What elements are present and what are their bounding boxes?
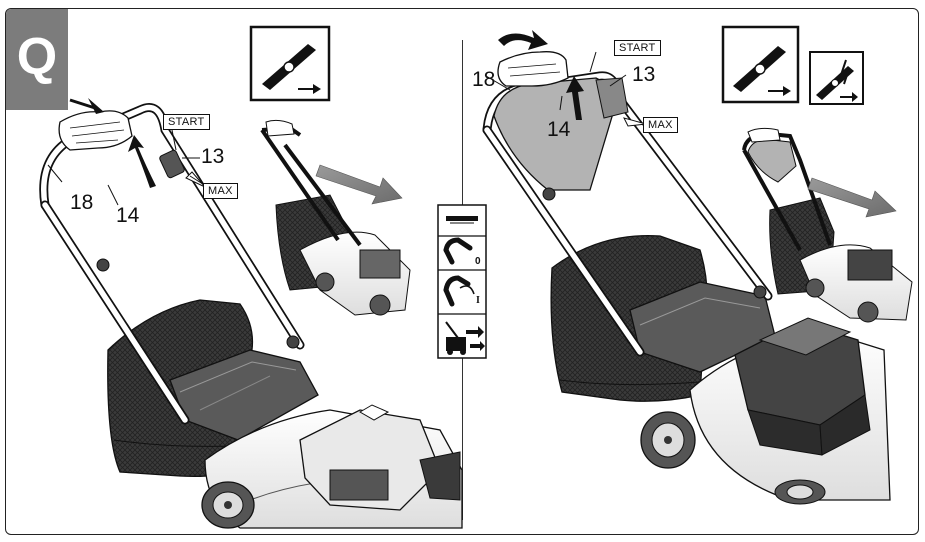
callout-18-right: 18 [472, 68, 496, 91]
rear-wheel-right [640, 411, 696, 469]
start-callout-left: START [163, 114, 210, 130]
blade-brake-off-symbol [443, 237, 473, 265]
blade-rotation-icon-right [721, 25, 800, 104]
blade-brake-on-symbol [443, 275, 475, 307]
left-mower [39, 98, 463, 529]
section-letter: Q [16, 28, 58, 86]
front-wheel-right [774, 479, 826, 505]
lift-arrow [566, 76, 584, 120]
blade-electric-start-icon [809, 51, 864, 105]
legend-on-label: I [476, 295, 480, 306]
push-arrow [88, 98, 104, 114]
center-legend [437, 204, 487, 359]
operator-hand-right [497, 51, 569, 87]
max-callout-right: MAX [643, 117, 678, 133]
callout-18-left: 18 [70, 191, 94, 214]
right-inset-mower [742, 127, 913, 323]
callout-14-right: 14 [547, 118, 571, 141]
right-mower [482, 30, 891, 505]
pull-arrow [128, 135, 156, 188]
callout-14-left: 14 [116, 204, 140, 227]
start-callout-right: START [614, 40, 661, 56]
figure-frame [5, 8, 919, 535]
handle-bar-symbol [446, 216, 478, 224]
left-inset-mower [260, 119, 411, 316]
section-badge: Q [6, 9, 68, 110]
movement-arrow-right [807, 177, 897, 218]
drive-mower-symbol [445, 321, 485, 355]
max-callout-left: MAX [203, 183, 238, 199]
callout-13-left: 13 [201, 145, 225, 168]
rear-wheel [201, 481, 255, 529]
legend-off-label: 0 [475, 256, 481, 267]
rotate-arrow [498, 30, 548, 50]
blade-rotation-icon [249, 25, 331, 102]
movement-arrow [315, 164, 403, 205]
callout-13-right: 13 [632, 63, 656, 86]
